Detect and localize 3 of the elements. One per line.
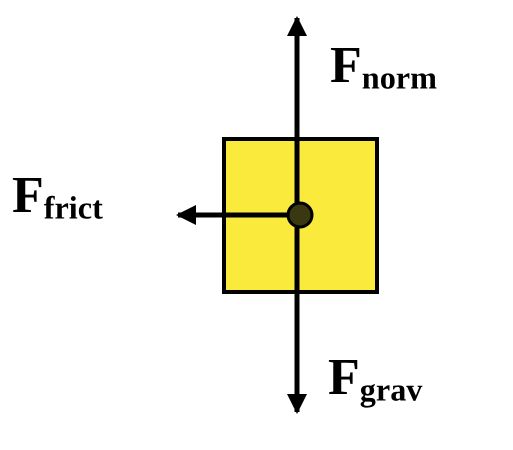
force-label: F$_{frict}$ — [12, 170, 103, 224]
force-label: F$_{norm}$ — [330, 40, 437, 94]
force-label: F$_{grav}$ — [328, 352, 422, 406]
